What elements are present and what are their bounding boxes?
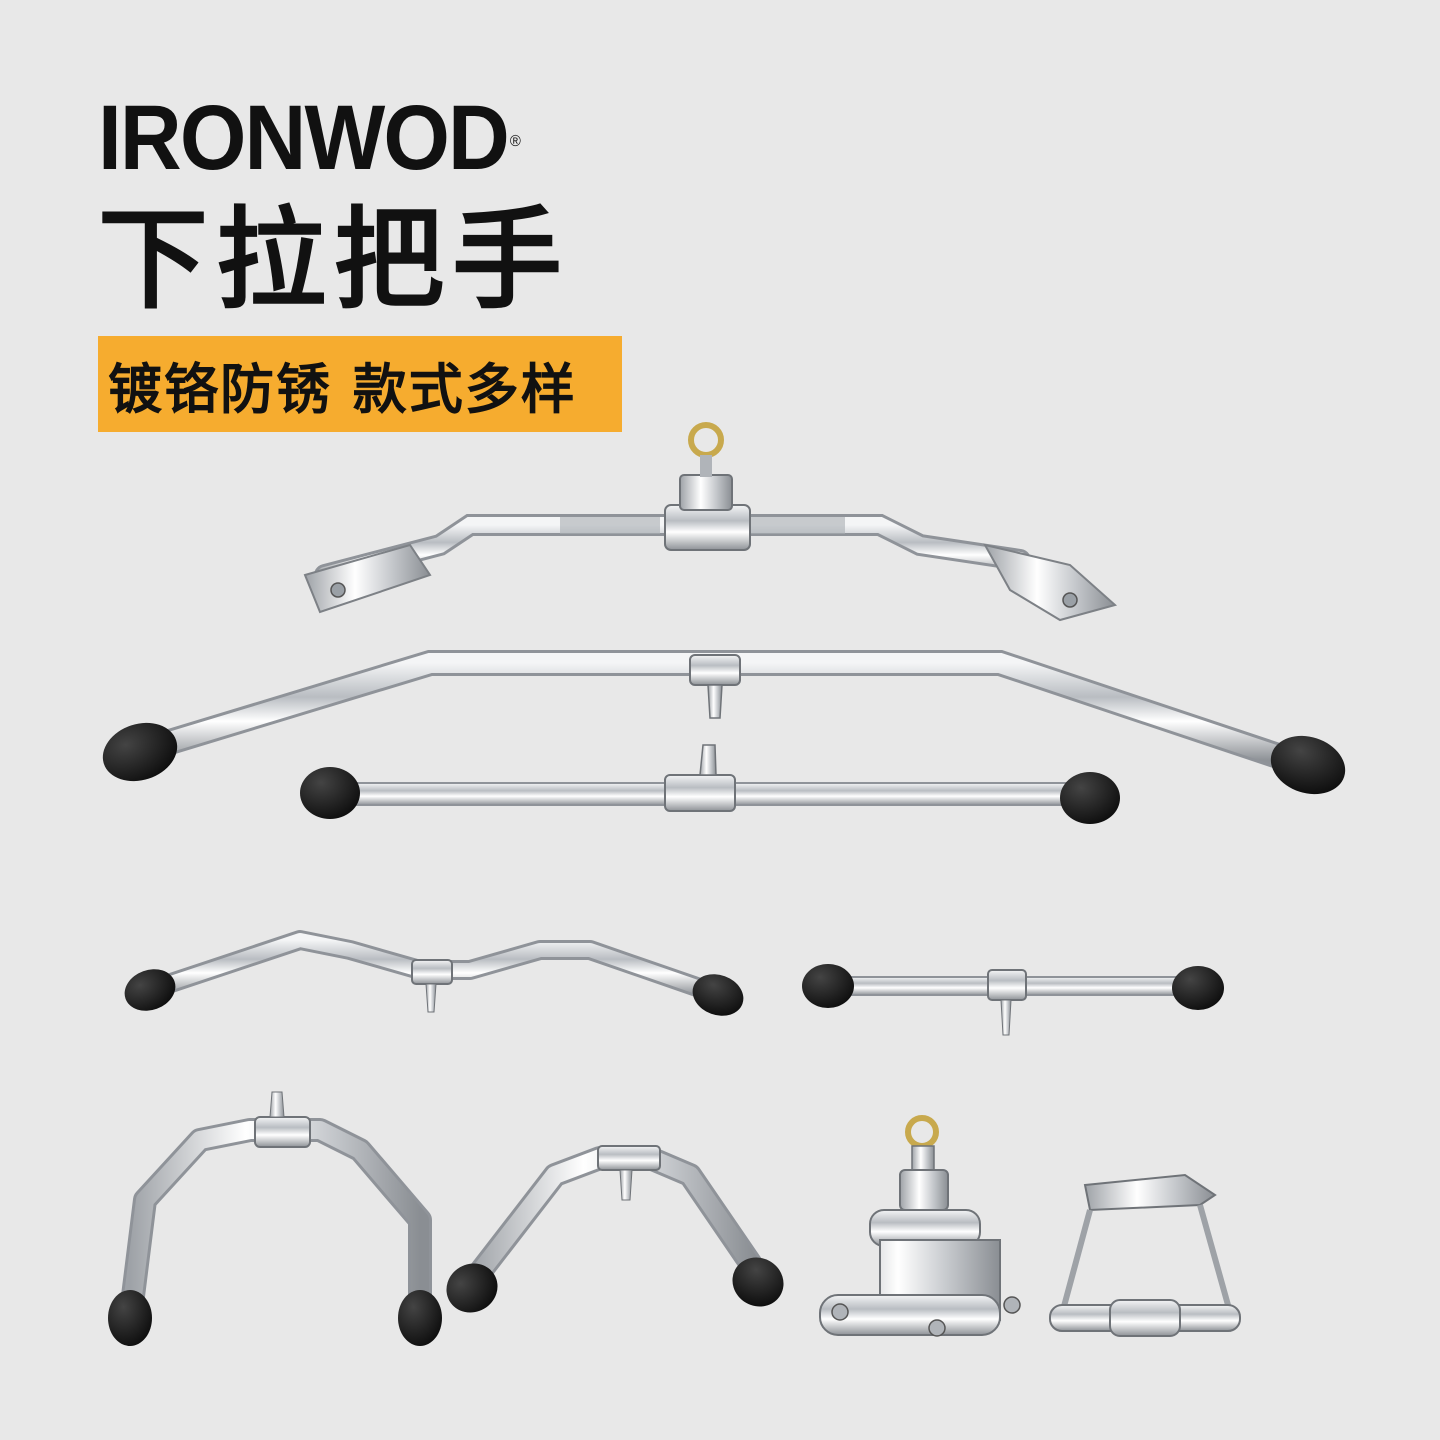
- feature-banner-text: 镀铬防锈 款式多样: [108, 357, 577, 421]
- feature-banner: 镀铬防锈 款式多样: [98, 336, 622, 432]
- registered-mark: ®: [509, 133, 521, 150]
- brand-logo: IRONWOD®: [98, 92, 521, 184]
- brand-name: IRONWOD: [98, 87, 510, 189]
- v-bar-icon: [446, 1145, 784, 1313]
- rotating-row-handle-icon: [819, 1115, 1021, 1337]
- lat-bar-curved-swivel-icon: [303, 422, 1118, 622]
- short-straight-bar-icon: [802, 964, 1224, 1036]
- cambered-bar-icon: [124, 930, 744, 1016]
- straight-bar-icon: [300, 744, 1120, 824]
- long-lat-pulldown-bar-icon: [102, 650, 1346, 795]
- stirrup-handle-icon: [1049, 1173, 1241, 1337]
- v-bar-wide-icon: [108, 1091, 442, 1346]
- page-title: 下拉把手: [98, 196, 570, 324]
